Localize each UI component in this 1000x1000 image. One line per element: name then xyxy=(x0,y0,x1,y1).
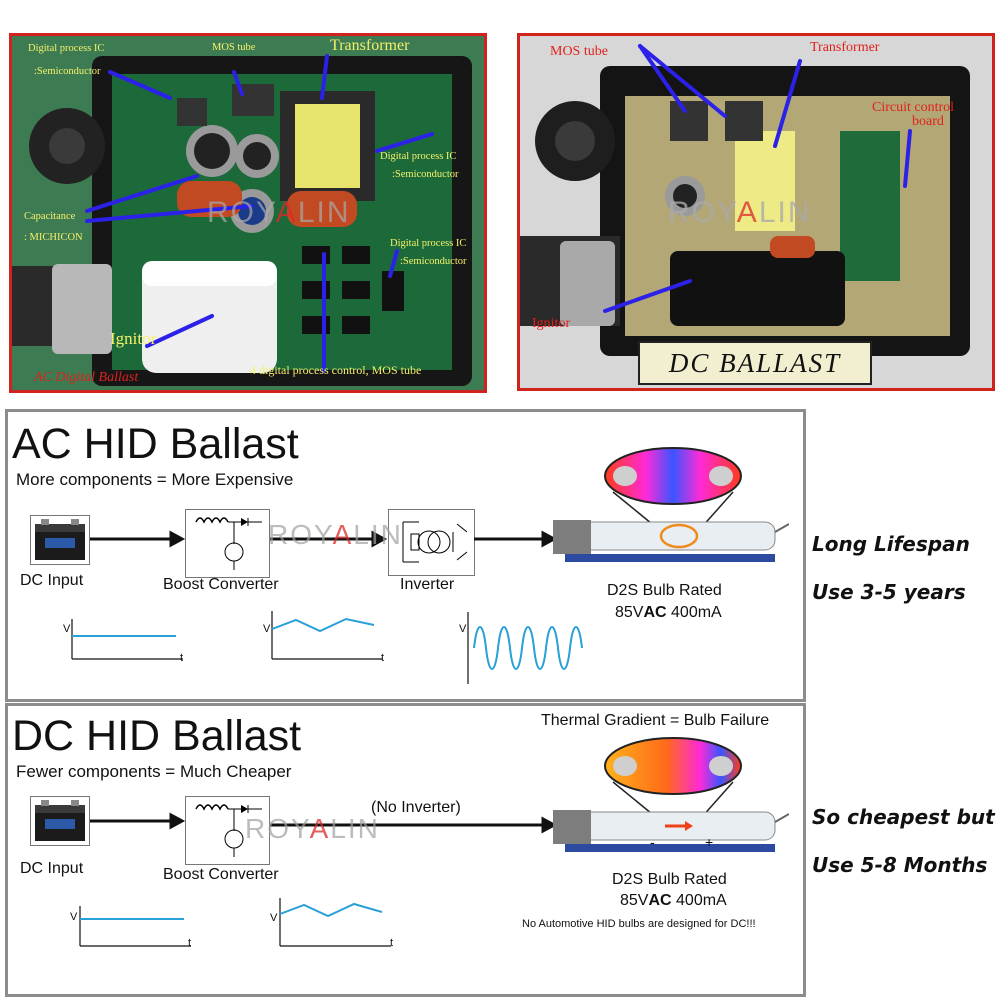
ac-photo-caption: AC Digital Ballast xyxy=(34,370,139,385)
dc-cheapest-text: So cheapest but xyxy=(812,805,995,829)
ac-lifespan-text: Long Lifespan xyxy=(812,532,970,556)
ac-bulb-spec: 85VAC 400mA xyxy=(615,604,722,621)
dc-ballast-illustration xyxy=(520,36,992,388)
ac-label-dp-ic3: Digital process IC xyxy=(390,238,467,249)
dc-label-circuit: Circuit control xyxy=(872,100,955,115)
dc-dc-input-waveform xyxy=(79,906,191,947)
dc-dc-input-label: DC Input xyxy=(20,860,84,877)
ac-axis-v-2: V xyxy=(263,623,271,635)
dc-boost-waveform xyxy=(279,898,391,947)
dc-panel-title: DC HID Ballast xyxy=(12,712,302,760)
ac-panel-subtitle: More components = More Expensive xyxy=(16,470,294,489)
dc-bulb-spec: 85VAC 400mA xyxy=(620,892,727,909)
ac-label-michicon: : MICHICON xyxy=(24,232,83,243)
ac-label-semi1: :Semiconductor xyxy=(34,66,101,77)
ac-dc-input-label: DC Input xyxy=(20,572,84,589)
ac-label-mos: MOS tube xyxy=(212,42,256,53)
ac-bulb-illustration xyxy=(553,444,790,574)
dc-boost-label: Boost Converter xyxy=(163,866,279,883)
dc-bulb-note: No Automotive HID bulbs are designed for… xyxy=(522,918,756,930)
ac-boost-waveform xyxy=(271,611,383,660)
ac-label-semi3: :Semiconductor xyxy=(400,256,467,267)
ac-axis-v-3: V xyxy=(459,623,467,635)
ac-inverter-label: Inverter xyxy=(400,576,455,593)
dc-thermal-label: Thermal Gradient = Bulb Failure xyxy=(541,712,770,729)
ac-label-dp-ic2: Digital process IC xyxy=(380,151,457,162)
battery-icon xyxy=(30,796,90,846)
ac-dc-input-waveform xyxy=(71,619,183,660)
ac-label-mos4: 4 digital process control, MOS tube xyxy=(250,363,422,377)
watermark: ROYALIN xyxy=(207,196,351,229)
ac-inverter-waveform xyxy=(467,612,583,684)
ac-label-capacitance: Capacitance xyxy=(24,211,76,222)
ac-ballast-photo: Digital process IC :Semiconductor MOS tu… xyxy=(9,33,487,393)
ac-label-dp-ic1: Digital process IC xyxy=(28,43,105,54)
ac-ballast-illustration xyxy=(12,36,484,390)
inverter-icon xyxy=(388,509,475,576)
dc-axis-v-2: V xyxy=(270,912,278,924)
ac-bulb-rated: D2S Bulb Rated xyxy=(607,582,722,599)
dc-flow-arrows xyxy=(90,812,558,834)
battery-icon xyxy=(30,515,90,565)
dc-axis-t-1: t xyxy=(188,937,192,949)
ac-axis-v-1: V xyxy=(63,623,71,635)
ac-axis-t-1: t xyxy=(180,652,184,664)
dc-label-transformer: Transformer xyxy=(810,40,880,55)
dc-months-text: Use 5-8 Months xyxy=(812,853,988,877)
ac-label-ignitor: Ignitor xyxy=(110,329,157,348)
watermark: ROYALIN xyxy=(268,519,403,550)
ac-label-semi2: :Semiconductor xyxy=(392,169,459,180)
dc-bulb-plus: + xyxy=(705,834,714,850)
watermark: ROYALIN xyxy=(245,813,380,844)
dc-label-board: board xyxy=(912,114,944,129)
ac-panel-title: AC HID Ballast xyxy=(12,420,299,468)
dc-axis-v-1: V xyxy=(70,911,78,923)
dc-no-inverter-label: (No Inverter) xyxy=(371,799,461,816)
dc-label-mos: MOS tube xyxy=(550,44,608,59)
ac-hid-panel: AC HID Ballast More components = More Ex… xyxy=(5,409,806,702)
dc-axis-t-2: t xyxy=(390,937,394,949)
dc-panel-subtitle: Fewer components = Much Cheaper xyxy=(16,762,292,781)
dc-photo-caption: DC BALLAST xyxy=(638,341,872,385)
ac-flow-arrows xyxy=(90,530,558,548)
watermark: ROYALIN xyxy=(668,196,812,229)
dc-bulb-minus: - xyxy=(650,834,655,850)
dc-bulb-illustration xyxy=(553,734,790,864)
ac-label-transformer: Transformer xyxy=(330,37,410,54)
boost-converter-icon xyxy=(185,509,270,578)
dc-bulb-rated: D2S Bulb Rated xyxy=(612,871,727,888)
ac-axis-t-2: t xyxy=(381,652,385,664)
boost-converter-icon xyxy=(185,796,270,865)
dc-label-ignitor: Ignitor xyxy=(532,316,571,331)
ac-years-text: Use 3-5 years xyxy=(812,580,966,604)
ac-boost-label: Boost Converter xyxy=(163,576,279,593)
dc-ballast-photo: MOS tube Transformer Circuit control boa… xyxy=(517,33,995,391)
dc-hid-panel: DC HID Ballast Fewer components = Much C… xyxy=(5,703,806,997)
